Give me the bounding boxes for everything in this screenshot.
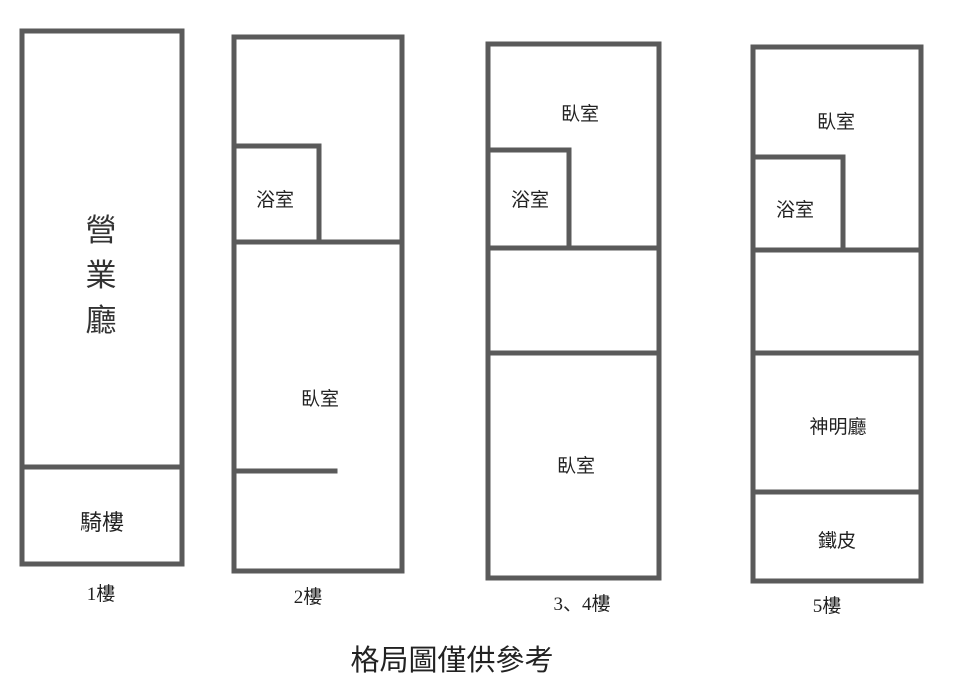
floor-5-bedroom-label: 臥室 bbox=[817, 111, 855, 133]
floor-5-outline bbox=[750, 44, 924, 584]
floor-2-bathroom-label: 浴室 bbox=[256, 189, 294, 211]
floor-3-4-plan: 臥室 浴室 臥室 3、4樓 bbox=[485, 41, 662, 615]
floor-1-arcade-label: 騎樓 bbox=[80, 511, 124, 536]
floor-5-iron-sheet-label: 鐵皮 bbox=[818, 530, 856, 552]
floor-1-hall-label-2: 業 bbox=[86, 258, 117, 294]
floor-2-caption: 2樓 bbox=[294, 586, 323, 608]
floor-3-4-outline bbox=[485, 41, 662, 581]
floor-1-hall-label-3: 廳 bbox=[86, 303, 117, 339]
floor-3-4-front-bedroom-label: 臥室 bbox=[561, 103, 599, 125]
floor-2-bathroom-wall bbox=[231, 143, 322, 245]
floor-5-plan: 臥室 浴室 神明廳 鐵皮 5樓 bbox=[750, 44, 924, 617]
floor-3-4-bathroom-wall bbox=[485, 147, 572, 251]
reference-note: 格局圖僅供參考 bbox=[350, 643, 553, 677]
floor-3-4-caption: 3、4樓 bbox=[553, 593, 610, 615]
floor-3-4-bathroom-label: 浴室 bbox=[511, 189, 549, 211]
floor-3-4-back-bedroom-label: 臥室 bbox=[557, 455, 595, 477]
floor-1-caption: 1樓 bbox=[87, 583, 116, 605]
floor-5-bathroom-label: 浴室 bbox=[776, 199, 814, 221]
floor-2-bedroom-label: 臥室 bbox=[301, 388, 339, 410]
floor-2-plan: 浴室 臥室 2樓 bbox=[231, 34, 405, 608]
floor-5-caption: 5樓 bbox=[813, 595, 842, 617]
floor-5-bathroom-wall bbox=[750, 154, 846, 253]
floor-2-outline bbox=[231, 34, 405, 574]
floor-1-hall-label-1: 營 bbox=[86, 213, 117, 249]
floor-1-plan: 營 業 廳 騎樓 1樓 bbox=[19, 28, 185, 605]
floor-1-outline bbox=[19, 28, 185, 567]
floor-5-shrine-hall-label: 神明廳 bbox=[809, 416, 866, 438]
